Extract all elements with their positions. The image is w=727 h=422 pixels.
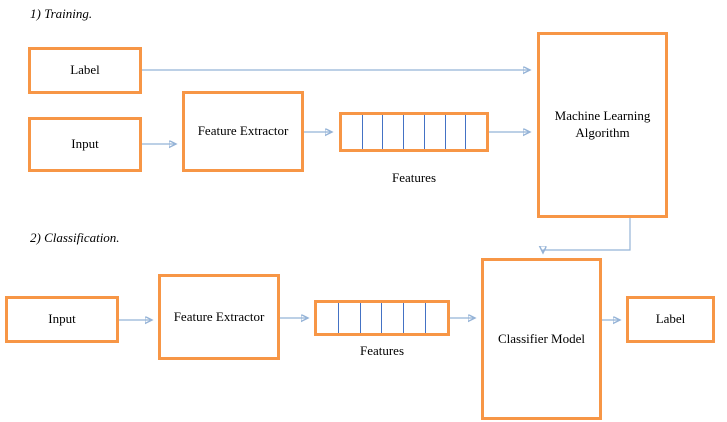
training-input-text: Input: [71, 136, 99, 152]
training-feature-extractor-box: Feature Extractor: [182, 91, 304, 172]
classifier-model-box: Classifier Model: [481, 258, 602, 420]
feature-cell: [361, 303, 383, 333]
classification-label-text: Label: [655, 311, 686, 327]
feature-cell: [466, 115, 486, 149]
classification-feature-extractor-box: Feature Extractor: [158, 274, 280, 360]
training-input-box: Input: [28, 117, 142, 172]
classification-feature-extractor-text: Feature Extractor: [173, 308, 265, 324]
ml-algorithm-box: Machine Learning Algorithm: [537, 32, 668, 218]
feature-cell: [404, 115, 425, 149]
ml-algorithm-text: Machine Learning Algorithm: [554, 108, 651, 140]
classification-input-box: Input: [5, 296, 119, 343]
feature-cell: [363, 115, 384, 149]
feature-cell: [446, 115, 467, 149]
training-heading: 1) Training.: [30, 6, 93, 21]
classification-input-text: Input: [48, 311, 76, 327]
feature-cell: [339, 303, 361, 333]
feature-cell: [342, 115, 363, 149]
classification-label-box: Label: [626, 296, 715, 343]
feature-cell: [426, 303, 447, 333]
classification-heading: 2) Classification.: [30, 230, 120, 245]
feature-cell: [382, 303, 405, 333]
training-features-strip: [339, 112, 489, 152]
classification-features-strip: [314, 300, 450, 336]
training-label-box: Label: [28, 47, 142, 94]
feature-cell: [383, 115, 405, 149]
feature-cell: [317, 303, 339, 333]
feature-cell: [425, 115, 446, 149]
training-label-text: Label: [70, 62, 100, 78]
training-feature-extractor-text: Feature Extractor: [197, 123, 289, 139]
feature-cell: [404, 303, 427, 333]
classifier-model-text: Classifier Model: [497, 330, 585, 346]
training-features-caption: Features: [391, 170, 437, 185]
classification-features-caption: Features: [359, 343, 405, 358]
